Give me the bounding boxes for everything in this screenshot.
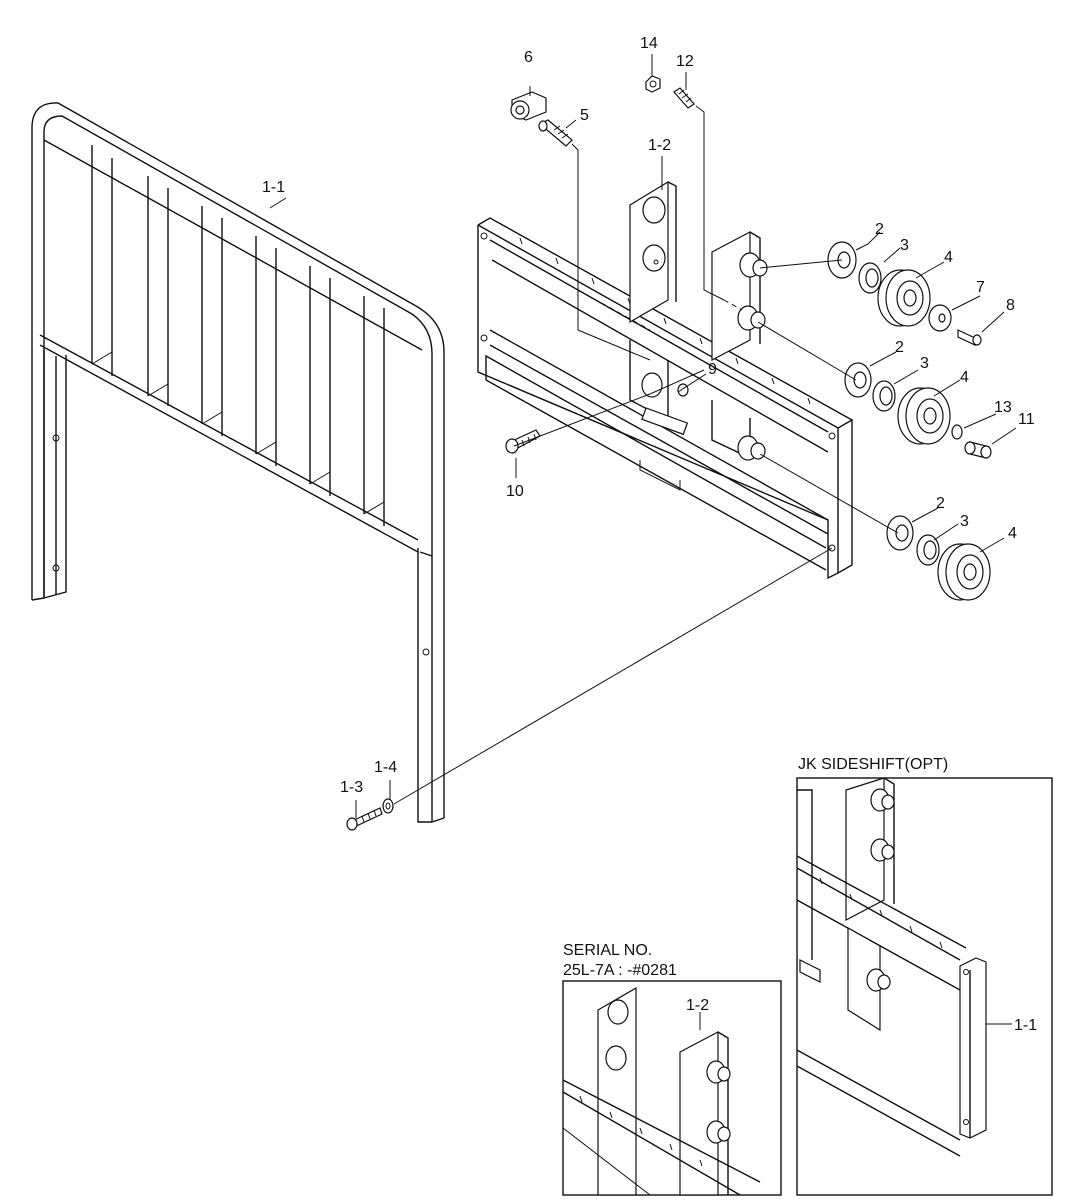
callout-6: 6: [524, 49, 533, 66]
inset-jk-callout-1-1: 1-1: [1014, 1017, 1037, 1034]
grease-nipple-6: [510, 91, 547, 121]
inset-serial-callout-1-2: 1-2: [686, 997, 709, 1014]
roller-shafts: [737, 252, 768, 461]
roller-stack-lower: [886, 515, 991, 601]
roller-stack-upper: [827, 241, 982, 346]
callout-1-2: 1-2: [648, 137, 671, 154]
callout-10: 10: [506, 483, 524, 500]
callout-5: 5: [580, 107, 589, 124]
callout-3-upper: 3: [900, 237, 909, 254]
leader-lines: [269, 54, 1017, 818]
carriage-plate: [477, 217, 853, 580]
nut-14: [645, 75, 661, 93]
inset-serial-title-line2: 25L-7A : -#0281: [563, 962, 677, 979]
callout-2-upper: 2: [875, 221, 884, 238]
callout-1-3: 1-3: [340, 779, 363, 796]
nut-9: [677, 383, 689, 397]
callout-2-lower: 2: [936, 495, 945, 512]
bolt-10: [505, 429, 541, 454]
callout-14: 14: [640, 35, 658, 52]
roller-stack-middle: [844, 362, 992, 459]
callout-9: 9: [708, 361, 717, 378]
inset-jk-title: JK SIDESHIFT(OPT): [798, 756, 948, 773]
inset-serial-number: SERIAL NO. 25L-7A : -#0281 1-2: [562, 942, 782, 1196]
load-backrest: [31, 102, 445, 823]
callout-7: 7: [976, 279, 985, 296]
callout-13: 13: [994, 399, 1012, 416]
callout-1-1: 1-1: [262, 179, 285, 196]
callout-4-upper: 4: [944, 249, 953, 266]
callout-11: 11: [1018, 411, 1035, 428]
callout-3-lower: 3: [960, 513, 969, 530]
washer-1-4: [382, 798, 394, 814]
callout-4-middle: 4: [960, 369, 969, 386]
bolt-1-3: [346, 807, 383, 831]
inset-jk-frame: [796, 777, 1053, 1196]
bolt-5: [538, 119, 573, 147]
side-plate-left: [629, 180, 689, 436]
inset-serial-frame: [562, 980, 782, 1196]
inset-jk-sideshift: JK SIDESHIFT(OPT) 1-1: [796, 756, 1053, 1196]
callout-1-4: 1-4: [374, 759, 397, 776]
callout-4-lower: 4: [1008, 525, 1017, 542]
inset-serial-title-line1: SERIAL NO.: [563, 942, 652, 959]
callout-labels: 1-1 1-2 1-3 1-4 2 2 2 3 3 3 4 4 4 5 6 7 …: [262, 35, 1035, 796]
callout-2-middle: 2: [895, 339, 904, 356]
callout-3-middle: 3: [920, 355, 929, 372]
callout-12: 12: [676, 53, 694, 70]
callout-8: 8: [1006, 297, 1015, 314]
setscrew-12: [673, 87, 695, 109]
